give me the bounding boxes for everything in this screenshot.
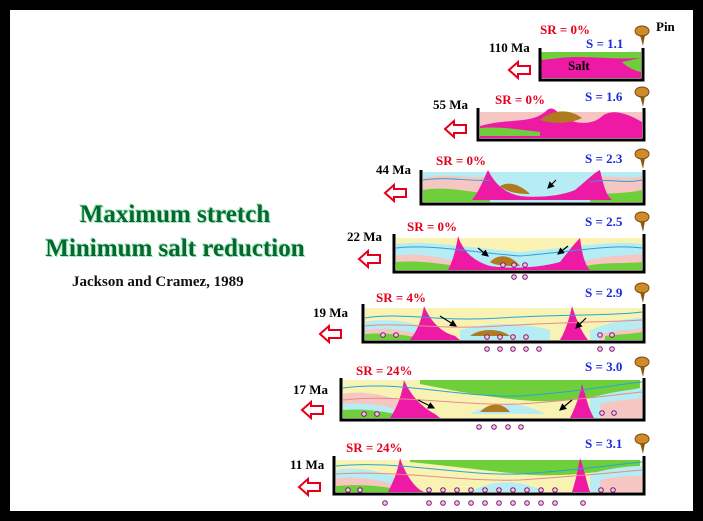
- left-arrow-icon: [357, 248, 381, 270]
- age-label-17: 17 Ma: [293, 382, 329, 397]
- age-label-55: 55 Ma: [433, 97, 469, 112]
- citation: Jackson and Cramez, 1989: [72, 274, 244, 290]
- pin-icon: [634, 356, 650, 377]
- s-label-11: S = 3.1: [585, 436, 622, 451]
- stage-17ma: SR = 24% S = 3.0 17 Ma: [293, 356, 650, 430]
- left-arrow-icon: [318, 323, 342, 345]
- stage-55ma: SR = 0% S = 1.6 55 Ma: [433, 86, 650, 142]
- age-label-44: 44 Ma: [376, 162, 412, 177]
- age-label-110: 110 Ma: [489, 40, 530, 55]
- stage-22ma: SR = 0% S = 2.5 22 Ma: [347, 211, 650, 280]
- stage-11ma: SR = 24% S = 3.1 11 Ma: [290, 433, 650, 506]
- s-label-22: S = 2.5: [585, 214, 623, 229]
- s-label-44: S = 2.3: [585, 151, 623, 166]
- pin-icon: [634, 86, 650, 107]
- sr-label-22: SR = 0%: [407, 219, 457, 234]
- salt-label: Salt: [568, 58, 590, 73]
- left-arrow-icon: [507, 59, 531, 81]
- pin-icon: [634, 25, 650, 46]
- age-label-19: 19 Ma: [313, 305, 349, 320]
- s-label-110: S = 1.1: [586, 36, 623, 51]
- sr-label-110: SR = 0%: [540, 22, 590, 37]
- sr-label-17: SR = 24%: [356, 363, 413, 378]
- sr-label-19: SR = 4%: [376, 290, 426, 305]
- left-arrow-icon: [297, 476, 321, 498]
- pin-icon: [634, 282, 650, 303]
- title-line-1: Maximum stretch: [79, 201, 271, 228]
- s-label-55: S = 1.6: [585, 89, 623, 104]
- pin-icon: [634, 211, 650, 232]
- age-label-11: 11 Ma: [290, 457, 325, 472]
- s-label-17: S = 3.0: [585, 359, 622, 374]
- left-arrow-icon: [443, 118, 467, 140]
- left-arrow-icon: [300, 399, 324, 421]
- stage-44ma: SR = 0% S = 2.3 44 Ma: [376, 148, 650, 206]
- age-label-22: 22 Ma: [347, 229, 383, 244]
- sr-label-11: SR = 24%: [346, 440, 403, 455]
- pin-icon: [634, 148, 650, 169]
- stage-110ma: Salt SR = 0% S = 1.1 110 Ma Pin: [489, 19, 676, 82]
- title-line-2: Minimum salt reduction: [45, 235, 305, 262]
- stage-19ma: SR = 4% S = 2.9 19 Ma: [313, 282, 650, 352]
- s-label-19: S = 2.9: [585, 285, 623, 300]
- left-arrow-icon: [383, 182, 407, 204]
- pin-label: Pin: [656, 19, 676, 34]
- sr-label-55: SR = 0%: [495, 92, 545, 107]
- sr-label-44: SR = 0%: [436, 153, 486, 168]
- pin-icon: [634, 433, 650, 454]
